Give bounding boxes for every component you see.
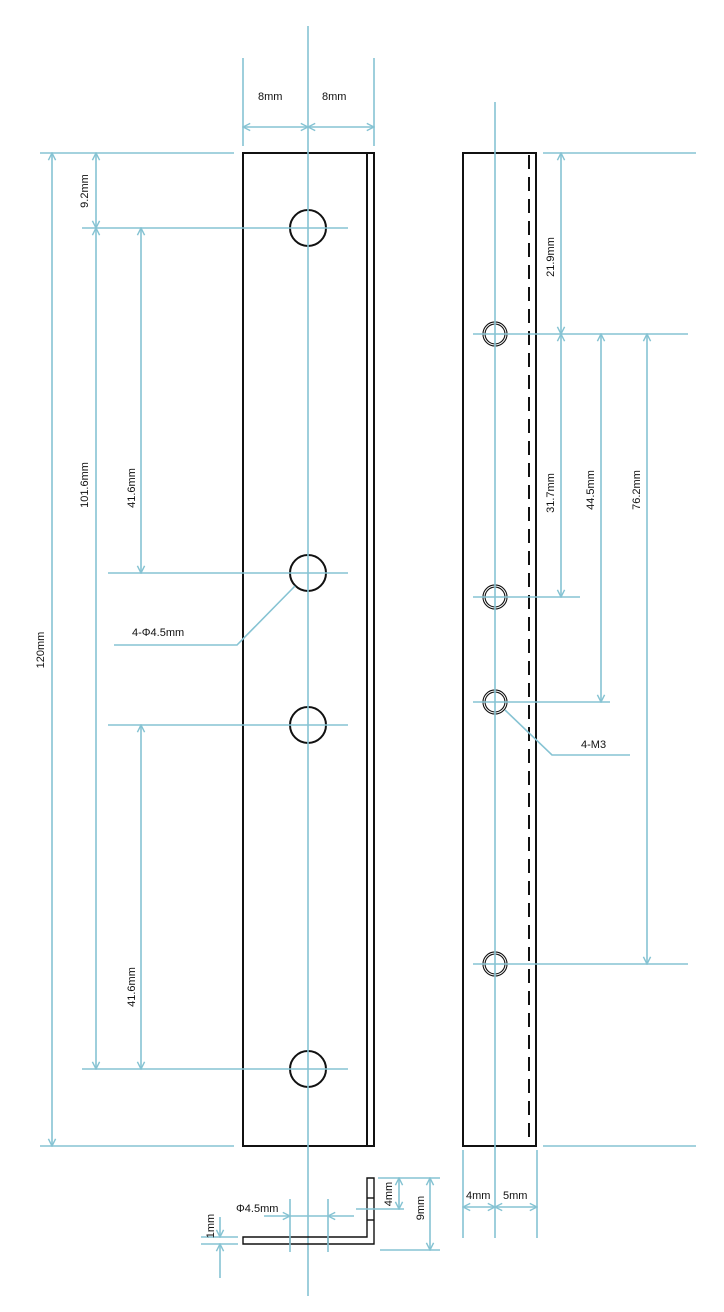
side-label-pitch-3: 76.2mm <box>631 470 643 510</box>
front-label-width-right: 8mm <box>322 91 346 103</box>
side-label-pitch-2: 44.5mm <box>585 470 597 510</box>
side-label-width-right: 5mm <box>503 1190 527 1202</box>
side-label-width-left: 4mm <box>466 1190 490 1202</box>
side-hole-callout: 4-M3 <box>581 739 606 751</box>
front-hole-callout-leader <box>114 585 296 646</box>
side-label-pitch-1: 31.7mm <box>545 473 557 513</box>
front-label-top-offset: 9.2mm <box>79 174 91 208</box>
front-view: 8mm 8mm 120mm 9.2mm 101.6mm 41.6mm 41.6m… <box>35 26 375 1296</box>
front-label-width-left: 8mm <box>258 91 282 103</box>
section-profile <box>242 1177 375 1245</box>
section-label-hole-dia: Φ4.5mm <box>236 1203 278 1215</box>
section-label-flange-hole: 4mm <box>383 1182 395 1206</box>
front-label-total-length: 120mm <box>35 632 47 669</box>
section-label-flange-height: 9mm <box>415 1196 427 1220</box>
side-label-top-offset: 21.9mm <box>545 237 557 277</box>
side-view: 21.9mm 31.7mm 44.5mm 76.2mm 4-M3 4mm 5mm <box>462 102 696 1238</box>
front-label-upper-pitch: 41.6mm <box>126 468 138 508</box>
section-label-thickness: 1mm <box>205 1214 217 1238</box>
side-hole-callout-leader <box>504 709 630 756</box>
section-view: Φ4.5mm 1mm 4mm 9mm <box>201 1178 440 1278</box>
front-label-lower-pitch: 41.6mm <box>126 967 138 1007</box>
side-plate-outline <box>462 152 537 1147</box>
front-label-hole-span: 101.6mm <box>79 462 91 508</box>
front-hole-callout: 4-Φ4.5mm <box>132 627 184 639</box>
